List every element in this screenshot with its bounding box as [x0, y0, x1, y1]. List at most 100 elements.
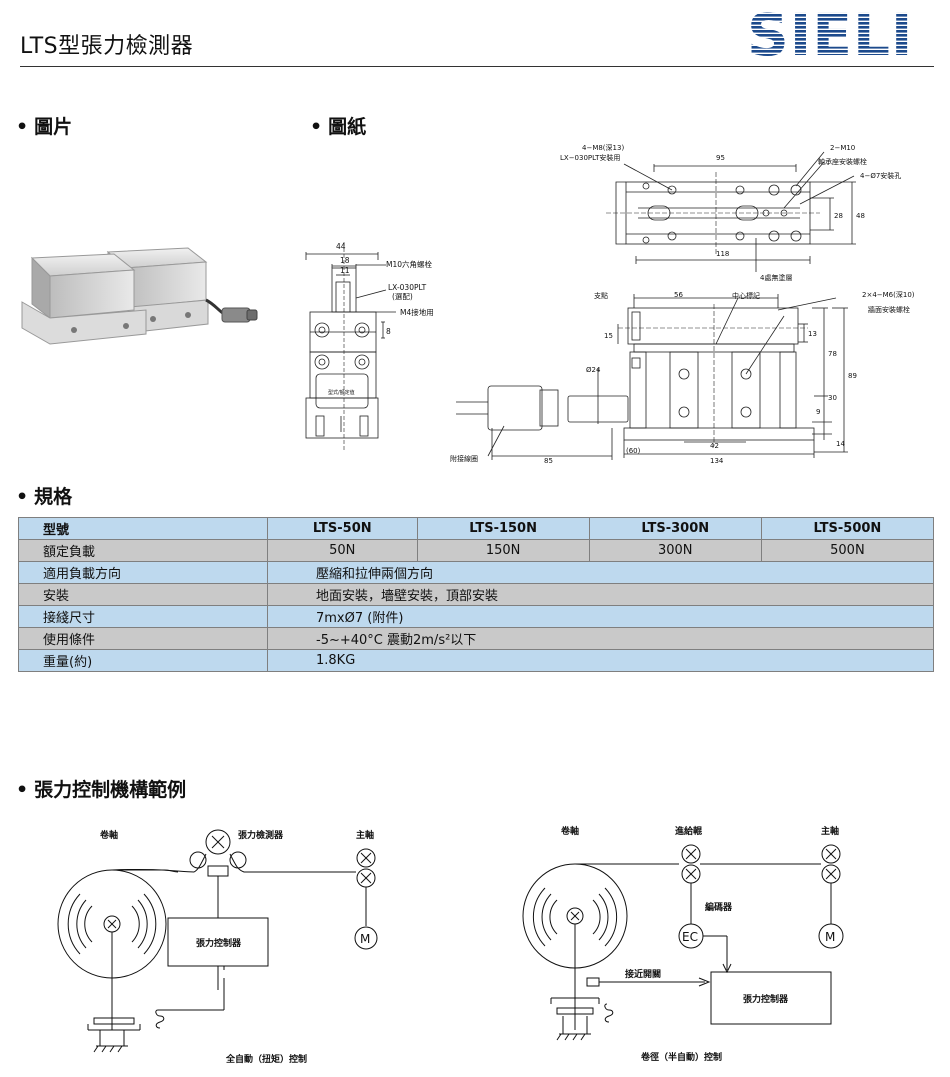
m4-ground-label: M4接地用 [400, 307, 434, 317]
section-drawing: •圖紙 [310, 112, 366, 139]
svg-text:SIELI: SIELI [747, 2, 914, 62]
drawing-top-view: 4−M8(深13) LX−030PLT安裝用 95 2−M10 軸承座安裝螺栓 … [560, 143, 901, 282]
dim-18: 18 [340, 256, 350, 265]
encoder-label: 編碼器 [705, 901, 733, 913]
dim-30: 30 [828, 394, 837, 402]
sensor-unit-left [21, 253, 147, 345]
drawing-front-view: 44 18 11 8 M10六角螺栓 LX-030PLT (選配) M4接地用 … [305, 242, 434, 452]
table-row: 安裝 地面安裝，墻壁安裝，頂部安裝 [18, 583, 934, 606]
section-spec-label: 規格 [34, 486, 73, 508]
dim-89: 89 [848, 372, 857, 380]
table-row: 重量(約) 1.8KG [18, 649, 934, 672]
dim-118: 118 [716, 250, 729, 258]
dim-14: 14 [836, 440, 845, 448]
dim-85: 85 [544, 457, 553, 465]
m10-2-label: 2−M10 [830, 144, 855, 152]
dim-8: 8 [386, 327, 391, 336]
dim-13: 13 [808, 330, 817, 338]
bullet: • [16, 779, 29, 801]
lx-mount-label: LX−030PLT安裝用 [560, 153, 620, 162]
cable-label: 附接線圈 [450, 454, 478, 463]
bearing-bolt-label: 軸承座安裝螺栓 [818, 157, 867, 166]
diagram-semi-auto: 卷軸 進給輥 主軸 編碼器 EC M 接近開關 張力控制器 卷徑（半自動）控制 [522, 825, 844, 1063]
lx-optional-label: (選配) [392, 291, 413, 301]
dim-28: 28 [834, 212, 843, 220]
bullet: • [16, 116, 29, 138]
cell-value: 500N [760, 539, 935, 562]
row-label: 使用條件 [18, 627, 268, 650]
tension-detector-label: 張力檢測器 [238, 829, 284, 841]
winding-shaft-label: 卷軸 [99, 829, 118, 841]
bullet: • [310, 116, 323, 138]
drawing-side-view: 支點 56 中心標記 2×4−M6(深10) 牆面安裝螺栓 15 13 78 8… [450, 290, 915, 465]
header-lts-50n: LTS-50N [267, 517, 418, 540]
winding-shaft-label: 卷軸 [560, 825, 579, 837]
cell-value: 7mxØ7 (附件) [267, 605, 934, 628]
page-title: LTS型張力檢測器 [20, 34, 194, 59]
section-mechanism: •張力控制機構範例 [16, 775, 186, 802]
dim-9: 9 [816, 408, 820, 416]
dim-56: 56 [674, 291, 683, 299]
table-header-row: 型號 LTS-50N LTS-150N LTS-300N LTS-500N [18, 517, 935, 540]
no-coating-label: 4處無塗層 [760, 273, 792, 282]
dim-60: (60) [626, 447, 641, 455]
dim-24: Ø24 [586, 366, 601, 374]
cell-value: 150N [416, 539, 590, 562]
sieli-logo: SIELI [747, 2, 914, 62]
proximity-switch-label: 接近開關 [625, 968, 661, 980]
row-label: 接綫尺寸 [18, 605, 268, 628]
header-lts-150n: LTS-150N [416, 517, 590, 540]
lx-030plt-label: LX-030PLT [388, 283, 427, 292]
dim-48: 48 [856, 212, 865, 220]
cell-value: 壓縮和拉伸兩個方向 [267, 561, 934, 584]
cell-value: 地面安裝，墻壁安裝，頂部安裝 [267, 583, 934, 606]
header-lts-300n: LTS-300N [588, 517, 762, 540]
encoder-symbol: EC [682, 930, 698, 944]
table-row: 額定負載 50N 150N 300N 500N [18, 539, 935, 562]
cell-value: 300N [588, 539, 762, 562]
header-model: 型號 [18, 517, 268, 540]
bullet: • [16, 486, 29, 508]
table-row: 接綫尺寸 7mxØ7 (附件) [18, 605, 934, 628]
section-drawing-label: 圖紙 [328, 116, 367, 138]
row-label: 重量(約) [18, 649, 268, 672]
section-mechanism-label: 張力控制機構範例 [34, 779, 187, 801]
m8-label: 4−M8(深13) [582, 143, 624, 152]
m6-label: 2×4−M6(深10) [862, 290, 915, 299]
dim-78: 78 [828, 350, 837, 358]
controller-label: 張力控制器 [196, 937, 242, 949]
product-photo [21, 247, 258, 345]
section-photo: •圖片 [16, 112, 72, 139]
wall-bolt-label: 牆面安裝螺栓 [868, 305, 910, 314]
caption-full-auto: 全自動（扭矩）控制 [225, 1053, 307, 1065]
dim-11: 11 [340, 266, 350, 275]
fulcrum-label: 支點 [594, 291, 608, 300]
hole7-label: 4−Ø7安裝孔 [860, 171, 901, 180]
table-row: 使用條件 -5~+40°C 震動2m/s²以下 [18, 627, 934, 650]
dim-42: 42 [710, 442, 719, 450]
row-label: 額定負載 [18, 539, 268, 562]
dim-15: 15 [604, 332, 613, 340]
dim-134: 134 [710, 457, 724, 465]
row-label: 安裝 [18, 583, 268, 606]
motor-label: M [360, 932, 370, 946]
m10-bolt-label: M10六角螺栓 [386, 259, 433, 269]
nameplate-label: 型式/額定值 [328, 389, 355, 396]
controller-label: 張力控制器 [743, 993, 789, 1005]
spec-table: 型號 LTS-50N LTS-150N LTS-300N LTS-500N 額定… [18, 517, 935, 672]
feed-roller-label: 進給輥 [675, 825, 702, 837]
cell-value: -5~+40°C 震動2m/s²以下 [267, 627, 934, 650]
diagram-full-auto: 卷軸 張力檢測器 主軸 張力控制器 M 全自動（扭矩）控制 [57, 829, 378, 1065]
section-photo-label: 圖片 [34, 116, 73, 138]
cell-value: 1.8KG [267, 649, 934, 672]
center-mark-label: 中心標記 [732, 291, 760, 300]
row-label: 適用負載方向 [18, 561, 268, 584]
motor-label: M [825, 930, 835, 944]
caption-semi-auto: 卷徑（半自動）控制 [640, 1051, 722, 1063]
header-lts-500n: LTS-500N [760, 517, 935, 540]
main-shaft-label: 主軸 [821, 825, 839, 837]
main-shaft-label: 主軸 [356, 829, 374, 841]
header-rule [20, 66, 934, 67]
cell-value: 50N [267, 539, 418, 562]
table-row: 適用負載方向 壓縮和拉伸兩個方向 [18, 561, 934, 584]
